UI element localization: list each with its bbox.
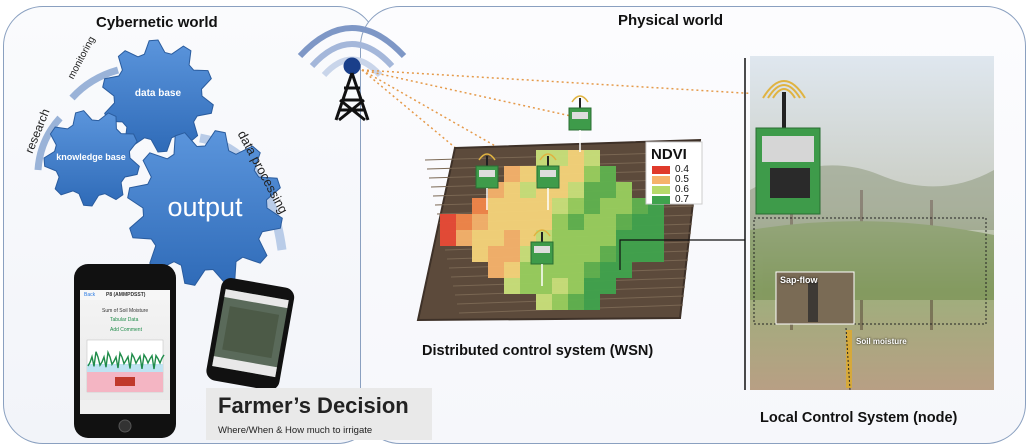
phone-header: P8 (AMMPDSST) xyxy=(106,292,146,298)
node-connector xyxy=(619,239,745,270)
sap-flow-label: Sap-flow xyxy=(780,275,818,285)
soil-moisture-label: Soil moisture xyxy=(856,337,907,346)
phone-link-tabular: Tabular Data xyxy=(110,317,139,323)
output-gear xyxy=(127,130,283,286)
farmer-decision-title: Farmer’s Decision xyxy=(218,393,409,418)
physical-world-title: Physical world xyxy=(618,12,724,29)
ndvi-legend-swatch xyxy=(652,176,670,184)
phone-link-comment: Add Comment xyxy=(110,327,142,333)
ndvi-legend-label: 0.5 xyxy=(675,174,689,185)
local-control-caption: Local Control System (node) xyxy=(760,410,958,426)
database-gear-label: data base xyxy=(134,88,182,99)
farmer-decision-subtitle: Where/When & How much to irrigate xyxy=(218,425,373,436)
sensor-node-icon xyxy=(475,153,499,210)
wsn-caption: Distributed control system (WSN) xyxy=(422,343,654,359)
ndvi-legend-swatch xyxy=(652,186,670,194)
farmer-decision-box xyxy=(206,388,432,440)
ndvi-legend-label: 0.6 xyxy=(675,184,689,195)
phone-back-link: Back xyxy=(84,292,96,298)
knowledge-base-gear-label: knowledge base xyxy=(56,152,126,162)
ndvi-legend-swatch xyxy=(652,196,670,204)
ndvi-legend-title: NDVI xyxy=(651,146,687,163)
ndvi-legend-swatch xyxy=(652,166,670,174)
soil-moisture-probe xyxy=(846,330,852,388)
monitoring-arc xyxy=(69,66,120,101)
smartphone-large xyxy=(74,264,176,438)
output-gear-label: output xyxy=(167,192,243,222)
antenna-tower-icon xyxy=(334,57,370,122)
phone-chart-title: Sum of Soil Moisture xyxy=(102,308,149,314)
sensor-node-board xyxy=(755,80,821,215)
sensor-node-icon xyxy=(530,229,554,286)
research-arc xyxy=(34,115,63,171)
sensor-node-icon xyxy=(536,153,560,210)
sensor-node-icon xyxy=(568,95,592,152)
ndvi-legend-label: 0.7 xyxy=(675,194,689,205)
ndvi-legend-label: 0.4 xyxy=(675,164,689,175)
knowledge-base-gear xyxy=(43,110,140,207)
cybernetic-world-title: Cybernetic world xyxy=(96,14,218,31)
smartphone-small xyxy=(206,278,295,391)
